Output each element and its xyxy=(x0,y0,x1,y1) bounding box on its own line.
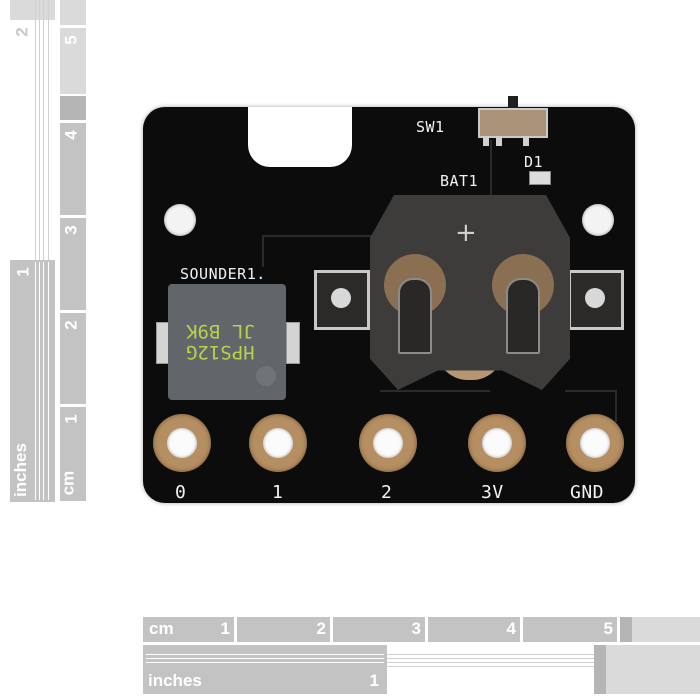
pin-pad-1 xyxy=(249,414,307,472)
board-notch xyxy=(248,107,352,167)
left-ruler-scale-line xyxy=(48,0,49,260)
mounting-hole-right xyxy=(582,204,614,236)
left-ruler-cm-segment-2: 2 xyxy=(60,313,86,404)
mounting-hole-left xyxy=(164,204,196,236)
left-ruler-inch-mark-2: 2 xyxy=(12,27,32,37)
left-ruler-cm-mark-4: 4 xyxy=(61,130,81,140)
battery-lug-right xyxy=(568,270,624,330)
left-ruler-cm-segment-top xyxy=(60,0,86,25)
left-ruler-cm-segment-3: 3 xyxy=(60,218,86,310)
pin-pad-3v xyxy=(468,414,526,472)
bottom-ruler-cm-mark-2: 2 xyxy=(316,619,326,638)
left-ruler-cm-segment-1: cm 1 xyxy=(58,407,86,501)
left-ruler-inch-mark-1: 1 xyxy=(13,267,33,277)
pin-hole xyxy=(167,428,197,458)
switch-leg xyxy=(523,136,529,146)
battery-label: BAT1 xyxy=(440,172,479,190)
bottom-ruler-scale-line xyxy=(387,658,594,659)
bottom-ruler-cm-segment-2: 2 xyxy=(237,617,330,642)
bottom-ruler-scale-line xyxy=(387,662,594,663)
solder-joint xyxy=(331,288,351,308)
bottom-ruler-inch-segment-gap xyxy=(594,645,606,694)
bottom-ruler-scale-line xyxy=(146,662,384,663)
switch-knob xyxy=(508,96,518,110)
bottom-ruler-cm-segment-5: 5 xyxy=(523,617,617,642)
left-ruler-inch-label: inches xyxy=(10,443,30,497)
left-ruler-scale-line xyxy=(48,262,49,500)
slide-switch xyxy=(478,108,548,138)
left-ruler-cm-label: cm xyxy=(58,470,78,496)
bottom-ruler-scale-line xyxy=(146,658,384,659)
bottom-ruler-cm-segment-6 xyxy=(632,617,700,642)
pcb-trace xyxy=(262,235,384,267)
switch-leg xyxy=(483,136,489,146)
bottom-ruler-scale-line xyxy=(387,654,594,655)
battery-lug-left xyxy=(314,270,370,330)
sounder-tab-right xyxy=(286,322,300,364)
pin-pad-0 xyxy=(153,414,211,472)
left-ruler-cm-segment-5: 5 xyxy=(60,28,86,94)
bottom-ruler-inch-label: inches xyxy=(148,671,202,690)
left-ruler-scale-line xyxy=(35,262,36,500)
left-ruler-cm-mark-1: 1 xyxy=(61,414,81,424)
battery-plus-marking: + xyxy=(455,218,477,248)
left-ruler-scale-line xyxy=(35,0,36,260)
led-label: D1 xyxy=(524,153,544,171)
bottom-ruler-inch-segment-1: inches 1 xyxy=(143,645,387,694)
left-ruler-cm-mark-5: 5 xyxy=(61,35,81,45)
left-ruler-cm-segment-4: 4 xyxy=(60,123,86,215)
sounder-indicator-dot xyxy=(256,366,276,386)
bottom-ruler-cm-segment-1: cm 1 xyxy=(143,617,234,642)
left-ruler-cm-mark-2: 2 xyxy=(61,320,81,330)
pcb-trace xyxy=(380,390,490,442)
pcb-trace xyxy=(490,140,494,200)
solder-joint xyxy=(585,288,605,308)
pin-label-1: 1 xyxy=(272,482,284,503)
bottom-ruler-cm-segment-3: 3 xyxy=(333,617,425,642)
sounder-marking-line1: JL B9K xyxy=(186,320,255,342)
bottom-ruler-inch-mark-1: 1 xyxy=(369,671,379,690)
pin-pad-2 xyxy=(359,414,417,472)
left-ruler-scale-line xyxy=(43,262,44,500)
pin-label-2: 2 xyxy=(381,482,393,503)
bottom-ruler-inch-segment-2 xyxy=(606,645,700,694)
led-d1 xyxy=(529,171,551,185)
pin-hole xyxy=(580,428,610,458)
holder-spring-left xyxy=(398,278,432,354)
bottom-ruler-cm-segment-4: 4 xyxy=(428,617,520,642)
left-ruler-inch-segment-1: inches 1 xyxy=(10,260,55,502)
pin-hole xyxy=(373,428,403,458)
bottom-ruler-cm-mark-1: 1 xyxy=(220,619,230,638)
pcb-trace xyxy=(565,390,617,422)
switch-label: SW1 xyxy=(416,118,445,136)
switch-leg xyxy=(496,136,502,146)
bottom-ruler-cm-mark-4: 4 xyxy=(506,619,516,638)
bottom-ruler-cm-label: cm xyxy=(149,619,174,638)
bottom-ruler-cm-segment-gap xyxy=(620,617,632,642)
bottom-ruler-scale-line xyxy=(146,654,384,655)
left-ruler-scale-line xyxy=(39,0,40,260)
sounder-marking-line2: HPS12G xyxy=(186,341,255,363)
pin-label-3v: 3V xyxy=(481,482,504,503)
pin-label-0: 0 xyxy=(175,482,187,503)
bottom-ruler-cm-mark-3: 3 xyxy=(411,619,421,638)
left-ruler-scale-line xyxy=(39,262,40,500)
pin-hole xyxy=(263,428,293,458)
holder-spring-right xyxy=(506,278,540,354)
bottom-ruler-cm-mark-5: 5 xyxy=(603,619,613,638)
pin-pad-gnd xyxy=(566,414,624,472)
left-ruler-cm-segment-gap xyxy=(60,96,86,120)
sounder-label: SOUNDER1. xyxy=(180,265,266,283)
pin-label-gnd: GND xyxy=(570,482,605,503)
left-ruler-cm-mark-3: 3 xyxy=(61,225,81,235)
pin-hole xyxy=(482,428,512,458)
left-ruler-scale-line xyxy=(43,0,44,260)
bottom-ruler-scale-line xyxy=(387,666,594,667)
